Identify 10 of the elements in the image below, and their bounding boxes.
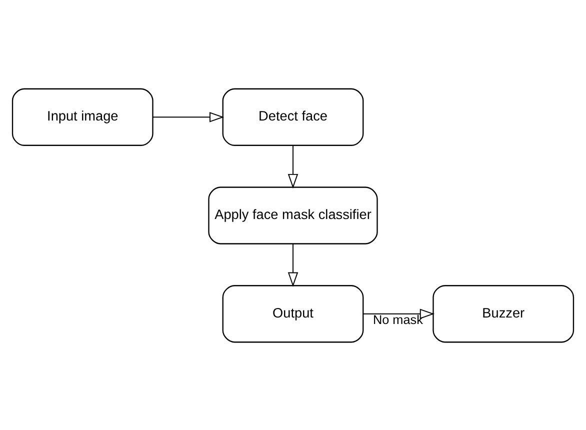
edge-label: No mask bbox=[373, 312, 423, 326]
arrow bbox=[288, 242, 298, 286]
arrow bbox=[362, 308, 435, 318]
node-box: Output bbox=[222, 284, 364, 342]
node-box: Input image bbox=[12, 88, 154, 146]
arrow bbox=[288, 144, 298, 188]
node-box: Buzzer bbox=[432, 284, 574, 342]
node-box: Apply face mask classifier bbox=[208, 186, 378, 244]
node-box: Detect face bbox=[222, 88, 364, 146]
arrow bbox=[152, 112, 224, 122]
